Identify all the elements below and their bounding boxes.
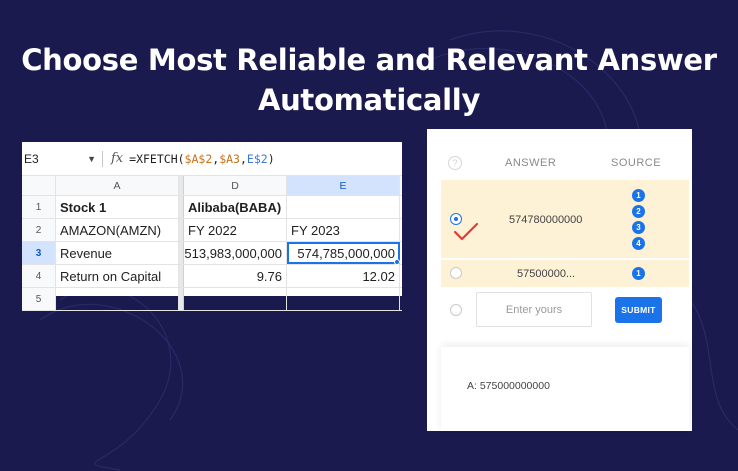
check-mark-icon	[453, 222, 479, 241]
cell-a2[interactable]: AMAZON(AMZN)	[56, 219, 179, 241]
table-row: 3 Revenue 513,983,000,000 574,785,000,00…	[22, 242, 402, 265]
cell-e3-value: 574,785,000,000	[297, 245, 395, 261]
table-row: 5	[22, 288, 402, 311]
cell-d2[interactable]: FY 2022	[184, 219, 287, 241]
answer-value-2: 57500000...	[517, 268, 576, 280]
formula-bar: E3 ▼ fx =XFETCH($A$2,$A3,E$2)	[22, 142, 402, 176]
source-badge[interactable]: 4	[632, 237, 645, 250]
custom-answer-radio[interactable]	[450, 304, 462, 316]
headline-line-1: Choose Most Reliable and Relevant Answer	[21, 43, 717, 77]
table-row: 4 Return on Capital 9.76 12.02	[22, 265, 402, 288]
answer-column-header: ANSWER	[505, 157, 557, 169]
hidden-columns-marker	[179, 196, 184, 218]
custom-answer-input[interactable]: Enter yours	[476, 292, 592, 327]
answer-radio-1[interactable]	[450, 213, 462, 225]
headline-line-2: Automatically	[257, 83, 481, 117]
hidden-columns-marker	[179, 242, 184, 264]
cell-e1[interactable]	[287, 196, 400, 218]
custom-answer-row: Enter yours SUBMIT	[441, 292, 689, 330]
row-number[interactable]: 2	[22, 219, 56, 241]
name-box-value: E3	[24, 151, 39, 166]
cell-d1[interactable]: Alibaba(BABA)	[184, 196, 287, 218]
formula-arg-1: $A$2	[184, 151, 213, 166]
row-number[interactable]: 1	[22, 196, 56, 218]
formula-input[interactable]: =XFETCH($A$2,$A3,E$2)	[129, 152, 274, 166]
submit-button[interactable]: SUBMIT	[615, 297, 662, 323]
cell-d5[interactable]	[184, 288, 287, 310]
source-badge[interactable]: 2	[632, 205, 645, 218]
cell-d3[interactable]: 513,983,000,000	[184, 242, 287, 264]
result-text: A: 575000000000	[467, 380, 550, 392]
hidden-columns-marker	[179, 288, 184, 310]
cell-e3-selected[interactable]: 574,785,000,000	[287, 242, 400, 265]
answer-radio-2[interactable]	[450, 267, 462, 279]
hidden-columns-marker	[179, 219, 184, 241]
corner-cell[interactable]	[22, 176, 56, 195]
formula-arg-2: $A3	[219, 151, 240, 166]
source-badge[interactable]: 3	[632, 221, 645, 234]
formula-prefix: =XFETCH(	[129, 151, 185, 166]
cell-e4[interactable]: 12.02	[287, 265, 400, 287]
help-icon[interactable]: ?	[448, 156, 462, 170]
name-box[interactable]: E3 ▼	[22, 152, 102, 166]
source-badge[interactable]: 1	[632, 267, 645, 280]
row-number[interactable]: 3	[22, 242, 56, 264]
column-header-a[interactable]: A	[56, 176, 179, 195]
column-header-row: A D E	[22, 176, 402, 196]
sheet-grid: A D E 1 Stock 1 Alibaba(BABA) 2 AMAZON(A…	[22, 176, 402, 311]
cell-e5[interactable]	[287, 288, 400, 310]
cell-d4[interactable]: 9.76	[184, 265, 287, 287]
formula-comma-1: ,	[212, 151, 220, 166]
hidden-columns-marker	[179, 265, 184, 287]
headline: Choose Most Reliable and Relevant Answer…	[0, 40, 738, 120]
table-row: 2 AMAZON(AMZN) FY 2022 FY 2023	[22, 219, 402, 242]
column-header-d[interactable]: D	[184, 176, 287, 195]
result-card: A: 575000000000	[441, 347, 689, 431]
row-number[interactable]: 5	[22, 288, 56, 310]
fill-handle[interactable]	[394, 259, 400, 265]
answer-value-1: 574780000000	[509, 214, 583, 226]
fx-icon: fx	[111, 151, 124, 166]
cell-e2[interactable]: FY 2023	[287, 219, 400, 241]
spreadsheet-panel: E3 ▼ fx =XFETCH($A$2,$A3,E$2) A D E 1 St…	[22, 142, 402, 311]
formula-arg-3: E$2	[246, 151, 268, 166]
formula-divider	[102, 150, 103, 167]
column-header-e[interactable]: E	[287, 176, 400, 195]
source-column-header: SOURCE	[611, 157, 662, 169]
answer-option-1[interactable]: 574780000000 1 2 3 4	[441, 180, 689, 258]
answer-panel: ? ANSWER SOURCE 574780000000 1 2 3 4 575…	[427, 129, 692, 431]
row-number[interactable]: 4	[22, 265, 56, 287]
chevron-down-icon[interactable]: ▼	[87, 153, 96, 164]
source-badge[interactable]: 1	[632, 189, 645, 202]
table-row: 1 Stock 1 Alibaba(BABA)	[22, 196, 402, 219]
hidden-columns-marker	[179, 176, 184, 195]
formula-comma-2: ,	[239, 151, 247, 166]
cell-a3[interactable]: Revenue	[56, 242, 179, 264]
cell-a4[interactable]: Return on Capital	[56, 265, 179, 287]
cell-a5[interactable]	[56, 288, 179, 310]
answer-option-2[interactable]: 57500000... 1	[441, 260, 689, 287]
cell-a1[interactable]: Stock 1	[56, 196, 179, 218]
formula-suffix: )	[267, 151, 275, 166]
